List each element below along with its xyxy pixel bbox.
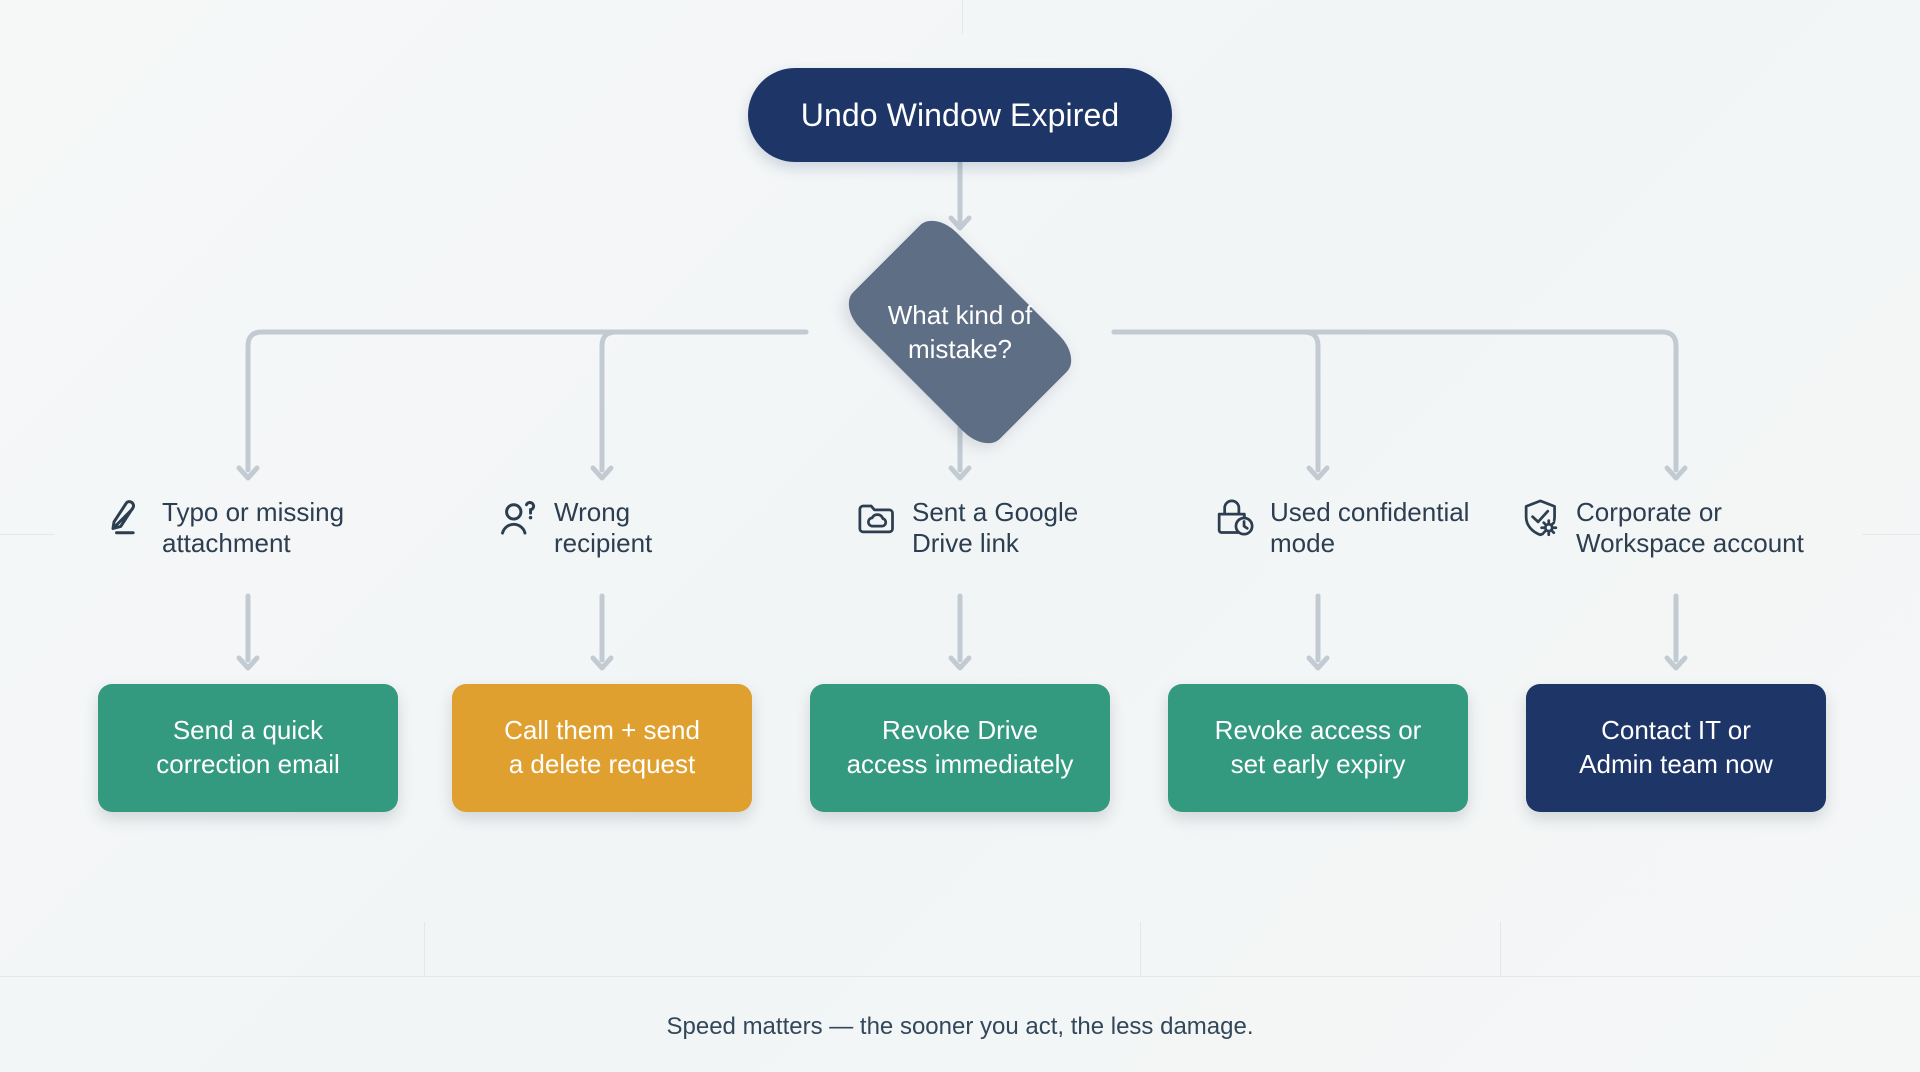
branch-label: Used confidential mode <box>1270 497 1470 558</box>
guide-line-horizontal <box>0 534 54 535</box>
branch-label: Sent a Google Drive link <box>912 497 1079 558</box>
branch-label: Wrong recipient <box>554 497 653 558</box>
branch-wrong-recipient[interactable]: Wrong recipient <box>498 495 818 558</box>
person-question-icon <box>501 501 536 535</box>
branch-corporate-or-workspace-account[interactable]: Corporate or Workspace account <box>1520 495 1900 558</box>
node-decision-what-kind-of-mistake[interactable]: What kind of mistake? <box>806 210 1114 454</box>
guide-line-horizontal <box>0 976 1920 977</box>
branch-used-confidential-mode[interactable]: Used confidential mode <box>1214 495 1534 558</box>
footer-caption: Speed matters — the sooner you act, the … <box>666 1013 1254 1040</box>
branch-label: Corporate or Workspace account <box>1576 497 1804 558</box>
guide-line-horizontal <box>1862 534 1920 535</box>
cloud-folder-icon <box>858 504 894 534</box>
lock-clock-icon <box>1217 499 1254 536</box>
guide-line-vertical <box>1500 922 1501 976</box>
outcome-revoke-drive-access-immediately[interactable]: Revoke Drive access immediately <box>810 684 1110 812</box>
shield-check-gear-icon <box>1524 499 1558 537</box>
branch-typo-or-missing-attachment[interactable]: Typo or missing attachment <box>106 495 426 558</box>
outcome-send-a-quick-correction-email[interactable]: Send a quick correction email <box>98 684 398 812</box>
guide-line-vertical <box>1140 922 1141 976</box>
node-undo-window-expired[interactable]: Undo Window Expired <box>748 68 1172 162</box>
branch-sent-a-google-drive-link[interactable]: Sent a Google Drive link <box>856 495 1176 558</box>
branch-label: Typo or missing attachment <box>162 497 345 558</box>
outcome-revoke-access-or-set-early-expiry[interactable]: Revoke access or set early expiry <box>1168 684 1468 812</box>
outcome-call-them-send-a-delete-request[interactable]: Call them + send a delete request <box>452 684 752 812</box>
guide-line-vertical <box>424 922 425 976</box>
diamond-label: What kind of mistake? <box>887 299 1033 364</box>
outcome-contact-it-or-admin-team-now[interactable]: Contact IT or Admin team now <box>1526 684 1826 812</box>
pencil-edit-icon <box>111 500 135 535</box>
guide-line-vertical <box>962 0 963 34</box>
